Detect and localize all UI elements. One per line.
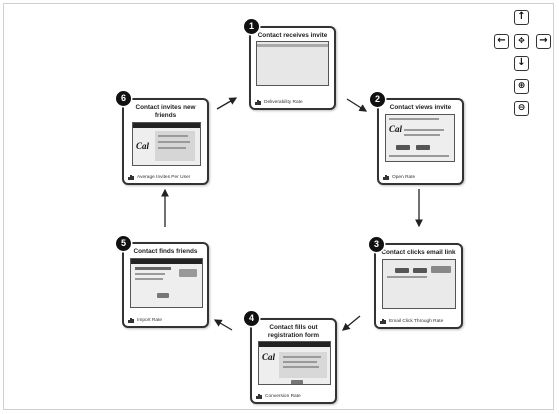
step-5-card[interactable]: Contact finds friends Import Rate <box>122 242 209 328</box>
bar-chart-icon <box>380 319 386 324</box>
step-1-badge: 1 <box>244 19 259 34</box>
step-2-title: Contact views invite <box>389 104 452 111</box>
step-5-metric: Import Rate <box>137 318 163 323</box>
pan-center-icon[interactable]: ✥ <box>514 34 529 49</box>
arrow-4-to-5 <box>213 319 233 331</box>
step-3-screenshot <box>382 259 456 309</box>
step-1-title: Contact receives invite <box>257 32 328 39</box>
step-6-title: Contact invites new friends <box>135 104 196 119</box>
bar-chart-icon <box>256 394 262 399</box>
step-3-card[interactable]: Contact clicks email link Email Click Th… <box>374 243 463 329</box>
step-4-title: Contact fills out registration form <box>267 324 320 339</box>
step-4-metric: Conversion Rate <box>265 394 301 399</box>
down-arrow-icon[interactable]: ↓ <box>514 56 529 71</box>
zoom-out-icon[interactable]: ⊖ <box>514 101 529 116</box>
arrow-6-to-1 <box>216 97 238 110</box>
step-3-title: Contact clicks email link <box>381 249 456 256</box>
step-2-card[interactable]: Contact views invite Cal Open Rate <box>377 98 464 185</box>
step-1-card[interactable]: Contact receives invite Deliverability R… <box>249 26 336 110</box>
step-6-metric: Average Invites Per User <box>137 175 191 180</box>
left-arrow-icon[interactable]: ← <box>494 34 509 49</box>
bar-chart-icon <box>128 175 134 180</box>
step-4-card[interactable]: Contact fills out registration form Cal … <box>250 318 337 404</box>
step-6-screenshot: Cal <box>132 122 201 166</box>
zoom-in-icon[interactable]: ⊕ <box>514 79 529 94</box>
step-4-badge: 4 <box>244 311 259 326</box>
step-5-title: Contact finds friends <box>133 248 198 255</box>
right-arrow-icon[interactable]: → <box>536 34 551 49</box>
step-2-metric: Open Rate <box>392 175 416 180</box>
step-5-badge: 5 <box>116 236 131 251</box>
up-arrow-icon[interactable]: ↑ <box>514 10 529 25</box>
step-6-badge: 6 <box>116 91 131 106</box>
step-4-screenshot: Cal <box>258 341 331 385</box>
bar-chart-icon <box>128 318 134 323</box>
step-2-screenshot: Cal <box>385 114 455 162</box>
bar-chart-icon <box>255 100 261 105</box>
arrow-1-to-2 <box>346 98 368 112</box>
step-1-screenshot <box>256 41 329 86</box>
step-6-card[interactable]: Contact invites new friends Cal Average … <box>122 98 209 185</box>
step-3-metric: Email Click Through Rate <box>389 319 444 324</box>
arrow-3-to-4 <box>341 315 361 331</box>
bar-chart-icon <box>383 175 389 180</box>
step-2-badge: 2 <box>370 92 385 107</box>
step-5-screenshot <box>130 258 203 308</box>
step-3-badge: 3 <box>369 237 384 252</box>
step-1-metric: Deliverability Rate <box>264 100 303 105</box>
diagram-frame <box>3 3 554 410</box>
